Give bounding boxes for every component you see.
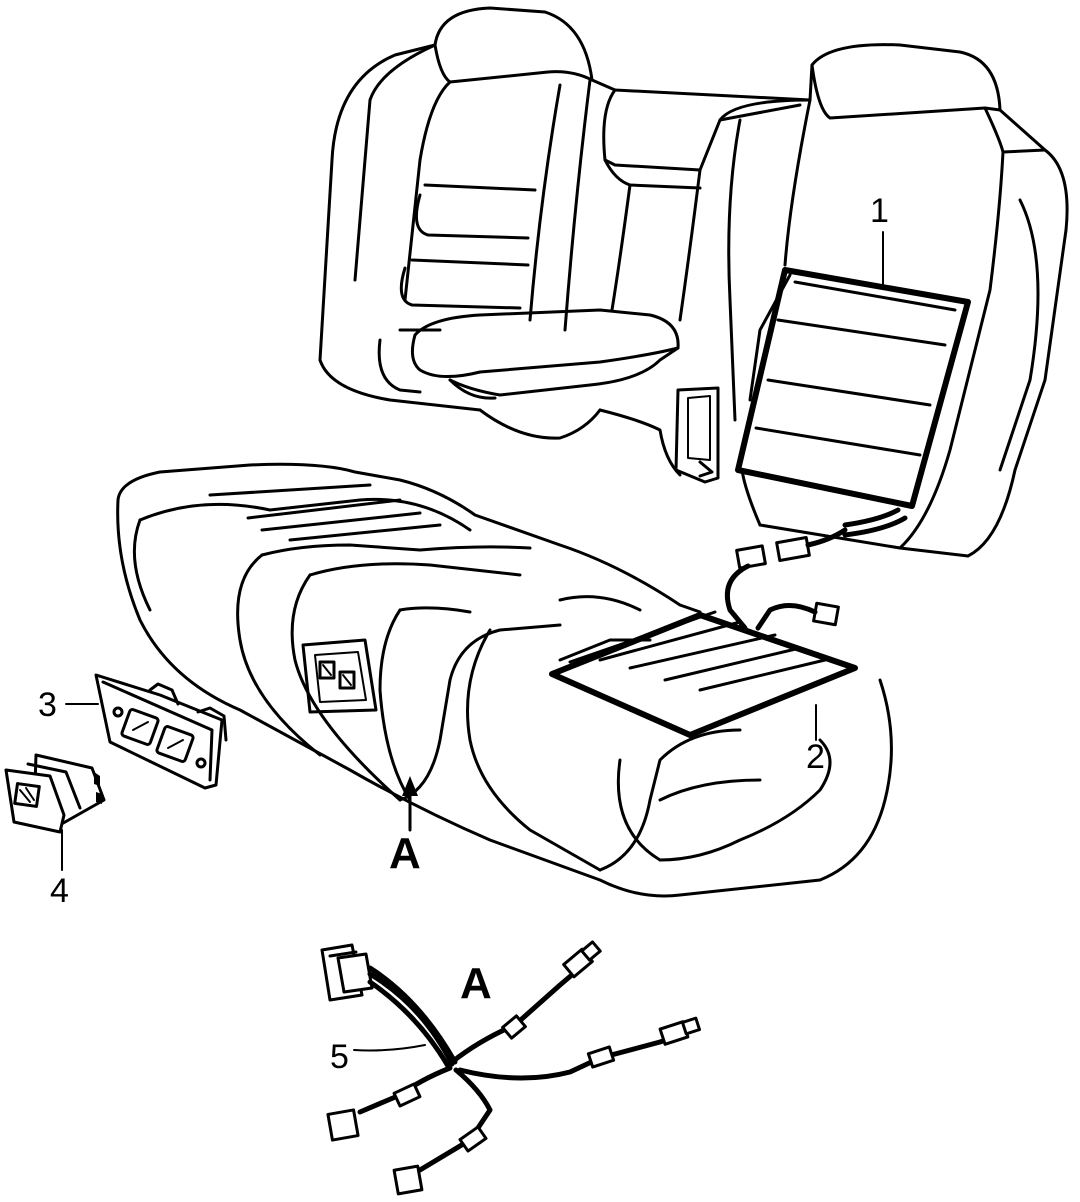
callout-5: 5 bbox=[330, 1038, 426, 1076]
heater-pad-seat-cushion bbox=[549, 610, 858, 738]
switch-bezel bbox=[94, 673, 228, 790]
detail-view-label: A bbox=[460, 959, 492, 1008]
view-arrow-label: A bbox=[389, 829, 421, 878]
view-arrow-a: A bbox=[389, 776, 421, 878]
seat-back bbox=[318, 6, 1069, 558]
callout-label-2: 2 bbox=[806, 738, 825, 776]
callout-label-4: 4 bbox=[50, 872, 69, 910]
callout-1: 1 bbox=[870, 192, 889, 286]
seat-cushion bbox=[116, 462, 893, 898]
callout-3: 3 bbox=[38, 686, 99, 724]
heater-pad-seat-back bbox=[735, 267, 971, 538]
callout-2: 2 bbox=[806, 704, 825, 776]
back-connector-plugs bbox=[724, 527, 848, 631]
heater-switch bbox=[4, 753, 106, 834]
detail-view-a-label: A bbox=[460, 959, 492, 1008]
callout-4: 4 bbox=[50, 829, 69, 910]
callout-label-3: 3 bbox=[38, 686, 57, 724]
wiring-harness bbox=[320, 940, 702, 1196]
callout-label-1: 1 bbox=[870, 192, 889, 230]
callout-label-5: 5 bbox=[330, 1038, 349, 1076]
